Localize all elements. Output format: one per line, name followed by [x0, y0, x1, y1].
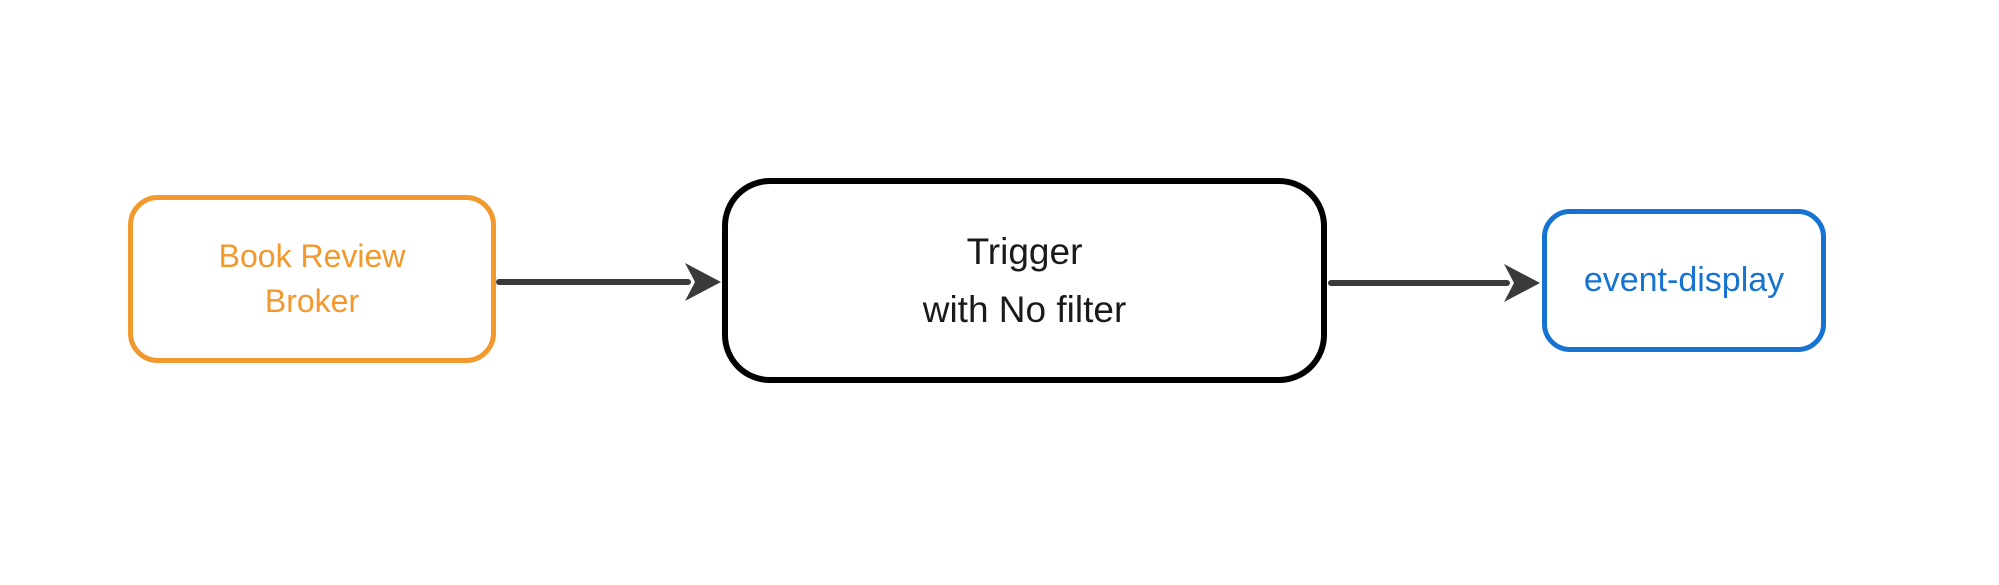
arrowhead-icon	[1504, 264, 1540, 302]
node-book-review-broker: Book Review Broker	[128, 195, 496, 363]
node-event-display: event-display	[1542, 209, 1826, 352]
node-trigger-with-no-filter: Trigger with No filter	[722, 178, 1327, 383]
node-book-review-broker-label: Book Review Broker	[218, 237, 406, 319]
arrowhead-icon	[685, 263, 721, 301]
arrow-trigger-to-event-display	[1328, 264, 1540, 302]
node-event-display-label: event-display	[1583, 261, 1785, 300]
node-trigger-label: Trigger with No filter	[922, 231, 1127, 330]
arrow-broker-to-trigger	[496, 263, 721, 301]
